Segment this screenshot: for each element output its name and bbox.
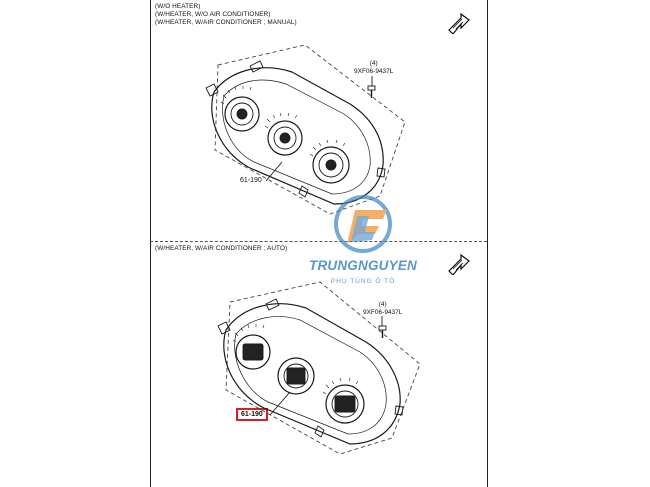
right-frame-line (487, 0, 488, 487)
bottom-ref-label: 61-190 (236, 408, 268, 421)
part-number: 9XF06-9437L (363, 309, 403, 316)
left-frame-line (150, 0, 151, 487)
knob (277, 357, 315, 395)
front-direction-arrow-icon (448, 253, 470, 275)
knob (267, 120, 303, 156)
condition-line: (W/O HEATER) (155, 3, 201, 10)
watermark: TRUNGNGUYEN PHỤ TÙNG Ô TÔ (303, 192, 423, 302)
top-part-callout: (4) 9XF06-9437L (354, 60, 393, 76)
top-ref-label: 61-190 (240, 177, 262, 184)
knob (312, 146, 350, 184)
top-control-panel (205, 44, 406, 215)
part-quantity: (4) (378, 301, 387, 308)
screw-icon (378, 325, 387, 338)
front-direction-arrow-icon (448, 12, 470, 34)
bottom-condition: (W/HEATER, W/AIR CONDITIONER ; AUTO) (155, 245, 288, 252)
bottom-control-panel (217, 281, 421, 455)
part-quantity: (4) (369, 60, 378, 67)
watermark-tagline: PHỤ TÙNG Ô TÔ (330, 278, 396, 285)
condition-line: (W/HEATER, W/AIR CONDITIONER ; MANUAL) (155, 19, 297, 26)
top-conditions: (W/O HEATER) (W/HEATER, W/O AIR CONDITIO… (155, 3, 297, 27)
knob (224, 96, 260, 132)
screw-icon (367, 85, 376, 98)
trungnguyen-logo-icon (334, 195, 392, 253)
knob (235, 334, 271, 370)
condition-line: (W/HEATER, W/O AIR CONDITIONER) (155, 11, 271, 18)
part-number: 9XF06-9437L (354, 68, 394, 75)
watermark-brand: TRUNGNGUYEN (309, 258, 417, 273)
section-separator (150, 241, 487, 242)
knob (325, 384, 365, 424)
bottom-part-callout: (4) 9XF06-9437L (363, 301, 402, 317)
